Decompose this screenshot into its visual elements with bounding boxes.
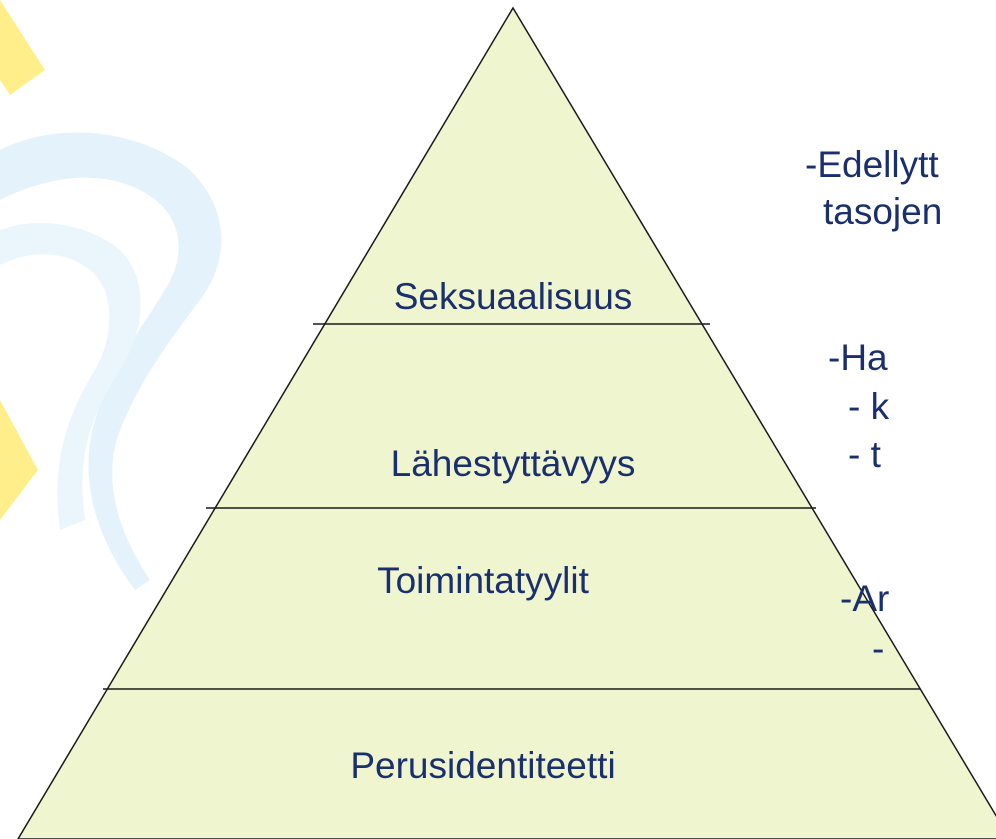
level-label-lahestyttavyys: Lähestyttävyys	[390, 443, 636, 484]
side-note: - t	[848, 434, 881, 475]
yellow-star-shape	[0, 400, 38, 520]
blue-swirl-shape	[0, 132, 222, 590]
yellow-star-shape	[0, 0, 45, 95]
side-note: -Edellytt	[805, 144, 939, 185]
side-note: - k	[848, 386, 890, 427]
side-note: -	[872, 628, 885, 669]
level-label-seksuaalisuus: Seksuaalisuus	[393, 276, 633, 317]
side-note: tasojen	[823, 191, 943, 232]
level-label-toimintatyylit: Toimintatyylit	[377, 560, 589, 601]
pyramid-triangle	[17, 6, 996, 839]
level-label-perusidentiteetti: Perusidentiteetti	[350, 745, 616, 786]
side-note: -Ha	[828, 337, 888, 378]
pyramid	[17, 6, 996, 839]
blue-swirl-shape	[0, 222, 141, 530]
side-note: -Ar	[840, 578, 890, 619]
